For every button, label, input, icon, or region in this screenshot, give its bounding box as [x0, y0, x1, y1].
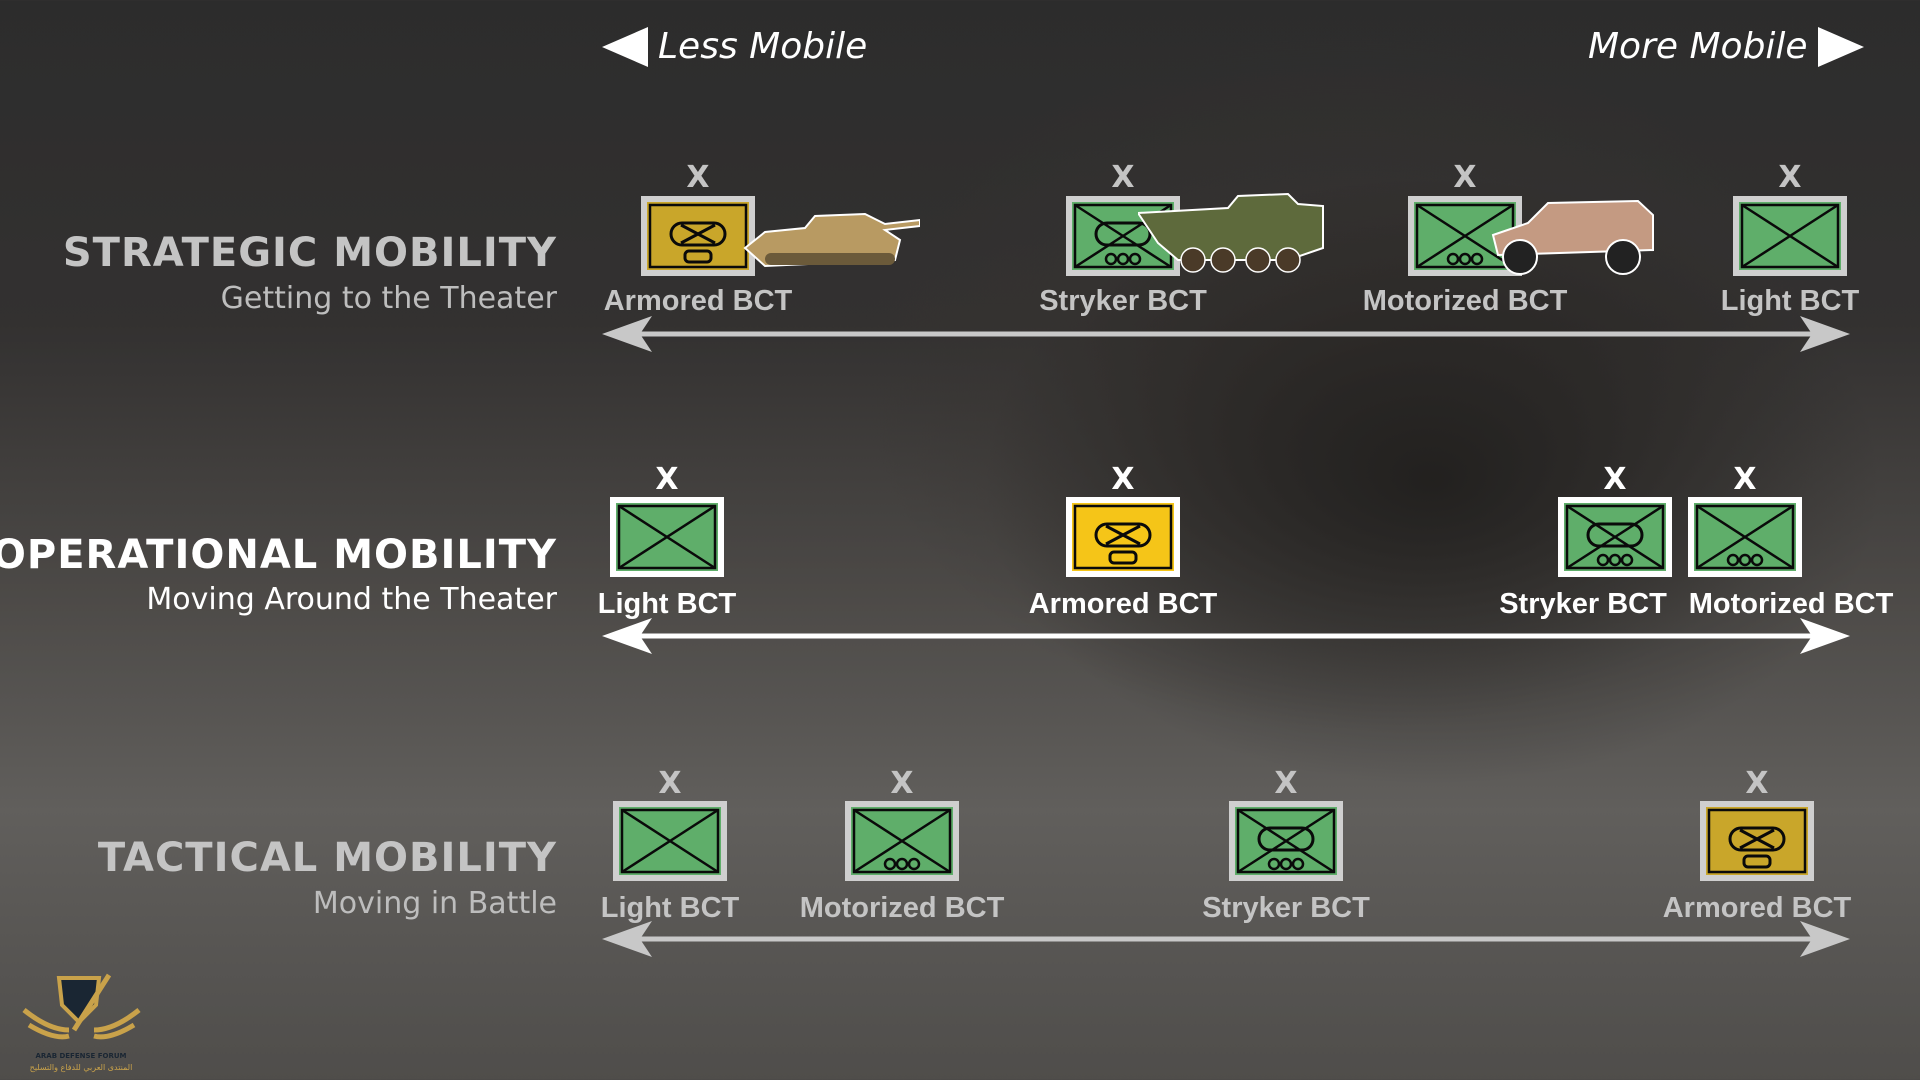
brigade-echelon-mark: X [1745, 766, 1769, 801]
svg-text:المنتدى العربي للدفاع والتسليح: المنتدى العربي للدفاع والتسليح [30, 1063, 133, 1072]
unit-label: Armored BCT [1028, 588, 1218, 620]
brigade-echelon-mark: X [686, 160, 710, 195]
unit-label: Stryker BCT [1039, 285, 1207, 317]
mobility-scale-arrow-icon [602, 921, 1850, 957]
row-title: OPERATIONAL MOBILITY [0, 532, 557, 578]
stryker-unit-symbol-icon [1558, 497, 1672, 577]
row-subtitle: Getting to the Theater [220, 281, 557, 316]
brigade-echelon-mark: X [890, 766, 914, 801]
unit-label: Light BCT [1720, 285, 1860, 317]
unit-label: Motorized BCT [1688, 588, 1894, 620]
background-vehicle-photo [700, 30, 1920, 850]
row-subtitle: Moving Around the Theater [146, 582, 557, 617]
unit-label: Motorized BCT [1362, 285, 1568, 317]
jltv-vehicle-image [1491, 199, 1654, 275]
svg-text:ARAB DEFENSE FORUM: ARAB DEFENSE FORUM [35, 1052, 126, 1060]
brigade-echelon-mark: X [1603, 462, 1627, 497]
row-title: TACTICAL MOBILITY [97, 835, 557, 881]
unit-label: Light BCT [597, 588, 737, 620]
more-mobile-label: More Mobile [1588, 26, 1864, 67]
armored-unit-symbol-icon [1066, 497, 1180, 577]
unit-label: Stryker BCT [1202, 892, 1370, 924]
mobility-scale-arrow-icon [602, 316, 1850, 352]
brigade-echelon-mark: X [1111, 462, 1135, 497]
light-unit-symbol-icon [610, 497, 724, 577]
brigade-echelon-mark: X [1111, 160, 1135, 195]
unit-label: Stryker BCT [1499, 588, 1667, 620]
brigade-echelon-mark: X [1778, 160, 1802, 195]
brigade-echelon-mark: X [1733, 462, 1757, 497]
armored-unit-symbol-icon [1700, 801, 1814, 881]
arrow-right-icon [1817, 26, 1864, 67]
arab-defense-forum-logo: ARAB DEFENSE FORUM المنتدى العربي للدفاع… [22, 973, 141, 1072]
less-mobile-text: Less Mobile [658, 26, 868, 67]
abrams-tank-image [743, 212, 920, 268]
row-subtitle: Moving in Battle [312, 886, 557, 921]
unit-label: Armored BCT [1662, 892, 1852, 924]
unit-label: Light BCT [600, 892, 740, 924]
armored-unit-symbol-icon [641, 196, 755, 276]
light-unit-symbol-icon [613, 801, 727, 881]
more-mobile-text: More Mobile [1588, 26, 1808, 67]
motorized-unit-symbol-icon [1688, 497, 1802, 577]
row-title: STRATEGIC MOBILITY [62, 230, 557, 276]
brigade-echelon-mark: X [658, 766, 682, 801]
less-mobile-label: Less Mobile [602, 26, 867, 67]
stryker-unit-symbol-icon [1229, 801, 1343, 881]
arrow-left-icon [602, 26, 648, 67]
light-unit-symbol-icon [1733, 196, 1847, 276]
motorized-unit-symbol-icon [845, 801, 959, 881]
mobility-scale-arrow-icon [602, 618, 1850, 654]
brigade-echelon-mark: X [655, 462, 679, 497]
brigade-echelon-mark: X [1453, 160, 1477, 195]
unit-label: Armored BCT [603, 285, 793, 317]
stryker-vehicle-image [1138, 192, 1324, 273]
unit-label: Motorized BCT [799, 892, 1005, 924]
brigade-echelon-mark: X [1274, 766, 1298, 801]
